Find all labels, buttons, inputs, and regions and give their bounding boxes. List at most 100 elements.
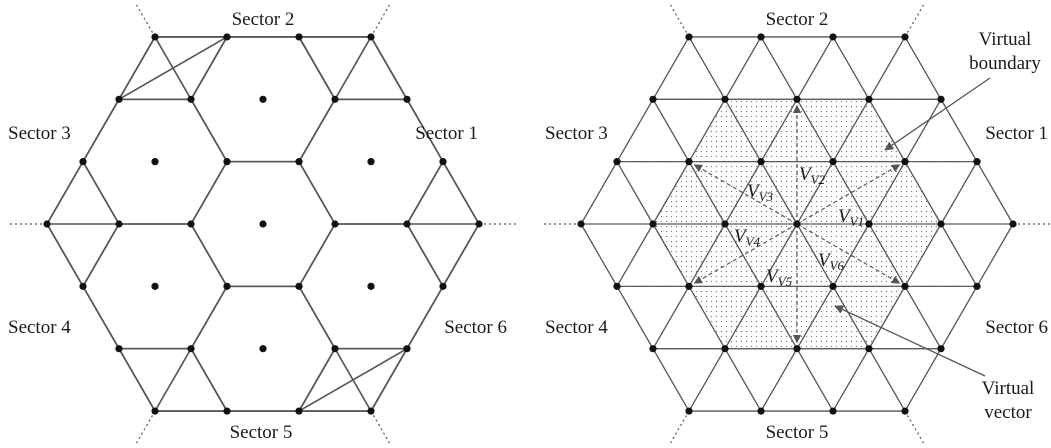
left-vector-node	[439, 158, 447, 166]
left-vector-node	[331, 220, 339, 228]
right-grid-edge	[796, 36, 834, 100]
right-grid-edge	[760, 286, 798, 350]
left-vector-node	[43, 220, 51, 228]
left-vector-node	[151, 407, 159, 415]
right-vector-node	[793, 95, 801, 103]
left-vector-node	[115, 345, 123, 353]
left-vector-node	[475, 220, 483, 228]
right-vector-node	[577, 220, 585, 228]
virtual-vector-arrow-4	[693, 164, 798, 225]
left-grid-edge	[406, 223, 444, 287]
right-grid-edge	[796, 98, 834, 162]
right-grid-edge	[940, 98, 978, 162]
virtual-vector-label-line2: vector	[984, 402, 1032, 423]
right-vector-node	[613, 282, 621, 290]
right-grid-edge	[832, 161, 870, 225]
inner-vector-node	[829, 282, 837, 290]
left-grid-edge	[190, 98, 228, 163]
left-sector-axis-2	[370, 3, 391, 38]
left-vector-node	[223, 407, 231, 415]
right-grid-edge	[904, 286, 942, 350]
right-grid-edge	[868, 36, 906, 100]
left-vector-node	[187, 95, 195, 103]
right-grid-edge	[976, 223, 1014, 287]
right-grid-edge	[868, 98, 906, 162]
vector-label-v2: VV2	[799, 164, 826, 187]
left-grid-edge	[298, 348, 408, 412]
vector-label-v4: VV4	[734, 226, 761, 249]
right-sector-4-label: Sector 4	[545, 317, 608, 338]
right-sector-5-label: Sector 5	[766, 422, 829, 443]
inner-vector-node	[829, 158, 837, 166]
left-vector-node	[151, 158, 159, 166]
right-grid-edge	[616, 161, 654, 225]
right-vector-node	[721, 345, 729, 353]
left-vector-node	[403, 95, 411, 103]
virtual-vector-pointer	[834, 305, 986, 377]
left-grid-edge	[190, 161, 228, 225]
left-vector-node	[295, 33, 303, 41]
left-vector-node	[367, 282, 375, 290]
virtual-boundary-label-line1: Virtual	[979, 29, 1032, 50]
left-vector-node	[331, 345, 339, 353]
right-grid-edge	[724, 161, 762, 225]
left-grid-edge	[406, 161, 444, 225]
virtual-vector-label-line1: Virtual	[982, 378, 1035, 399]
right-grid-edge	[580, 161, 618, 225]
right-hexagon-diagram	[543, 3, 1051, 445]
right-grid-edge	[796, 223, 834, 287]
right-grid-edge	[832, 286, 870, 350]
right-vector-node	[901, 33, 909, 41]
vector-label-v6: VV6	[818, 250, 845, 273]
right-vector-node	[757, 33, 765, 41]
right-sector-3-label: Sector 3	[545, 123, 608, 144]
left-grid-edge	[442, 161, 480, 225]
virtual-vector-arrow-5	[693, 223, 798, 284]
right-grid-edge	[832, 36, 870, 100]
right-grid-edge	[832, 98, 870, 162]
left-grid-edge	[190, 348, 228, 412]
left-grid-edge	[82, 223, 120, 287]
virtual-vector-arrow-2	[796, 164, 901, 225]
left-sector-6-label: Sector 6	[444, 317, 507, 338]
left-grid-edge	[46, 161, 84, 225]
right-grid-edge	[688, 98, 726, 162]
right-grid-edge	[868, 286, 906, 350]
right-grid-edge	[832, 223, 870, 287]
right-sector-axis-3	[669, 3, 690, 38]
left-grid-edge	[406, 285, 444, 350]
vector-label-v3: VV3	[747, 181, 774, 204]
left-grid-edge	[298, 98, 336, 163]
right-grid-edge	[796, 348, 834, 412]
left-vector-node	[367, 33, 375, 41]
right-sector-6-label: Sector 6	[985, 317, 1048, 338]
right-vector-node	[1009, 220, 1017, 228]
right-grid-edge	[904, 348, 942, 412]
right-grid-edge	[724, 223, 762, 287]
left-vector-node	[295, 407, 303, 415]
left-sector-3-label: Sector 3	[8, 123, 71, 144]
right-grid-edge	[832, 348, 870, 412]
right-vector-node	[649, 345, 657, 353]
right-grid-edge	[580, 223, 618, 287]
inner-vector-node	[757, 282, 765, 290]
right-grid-edge	[616, 98, 654, 162]
left-grid-edge	[190, 223, 228, 287]
inner-vector-node	[793, 220, 801, 228]
left-vector-node	[259, 220, 267, 228]
virtual-vector-arrow-1	[796, 223, 901, 284]
left-sector-axis-6	[370, 410, 391, 445]
left-vector-node	[115, 220, 123, 228]
left-vector-node	[403, 345, 411, 353]
left-vector-node	[187, 345, 195, 353]
right-grid-edge	[760, 36, 798, 100]
right-grid-edge	[724, 348, 762, 412]
right-vector-node	[613, 158, 621, 166]
right-grid-edge	[652, 36, 690, 100]
right-vector-node	[937, 345, 945, 353]
vector-label-v5: VV5	[766, 266, 793, 289]
right-vector-node	[937, 95, 945, 103]
left-vector-node	[79, 158, 87, 166]
left-vector-node	[79, 282, 87, 290]
right-grid-edge	[688, 36, 726, 100]
